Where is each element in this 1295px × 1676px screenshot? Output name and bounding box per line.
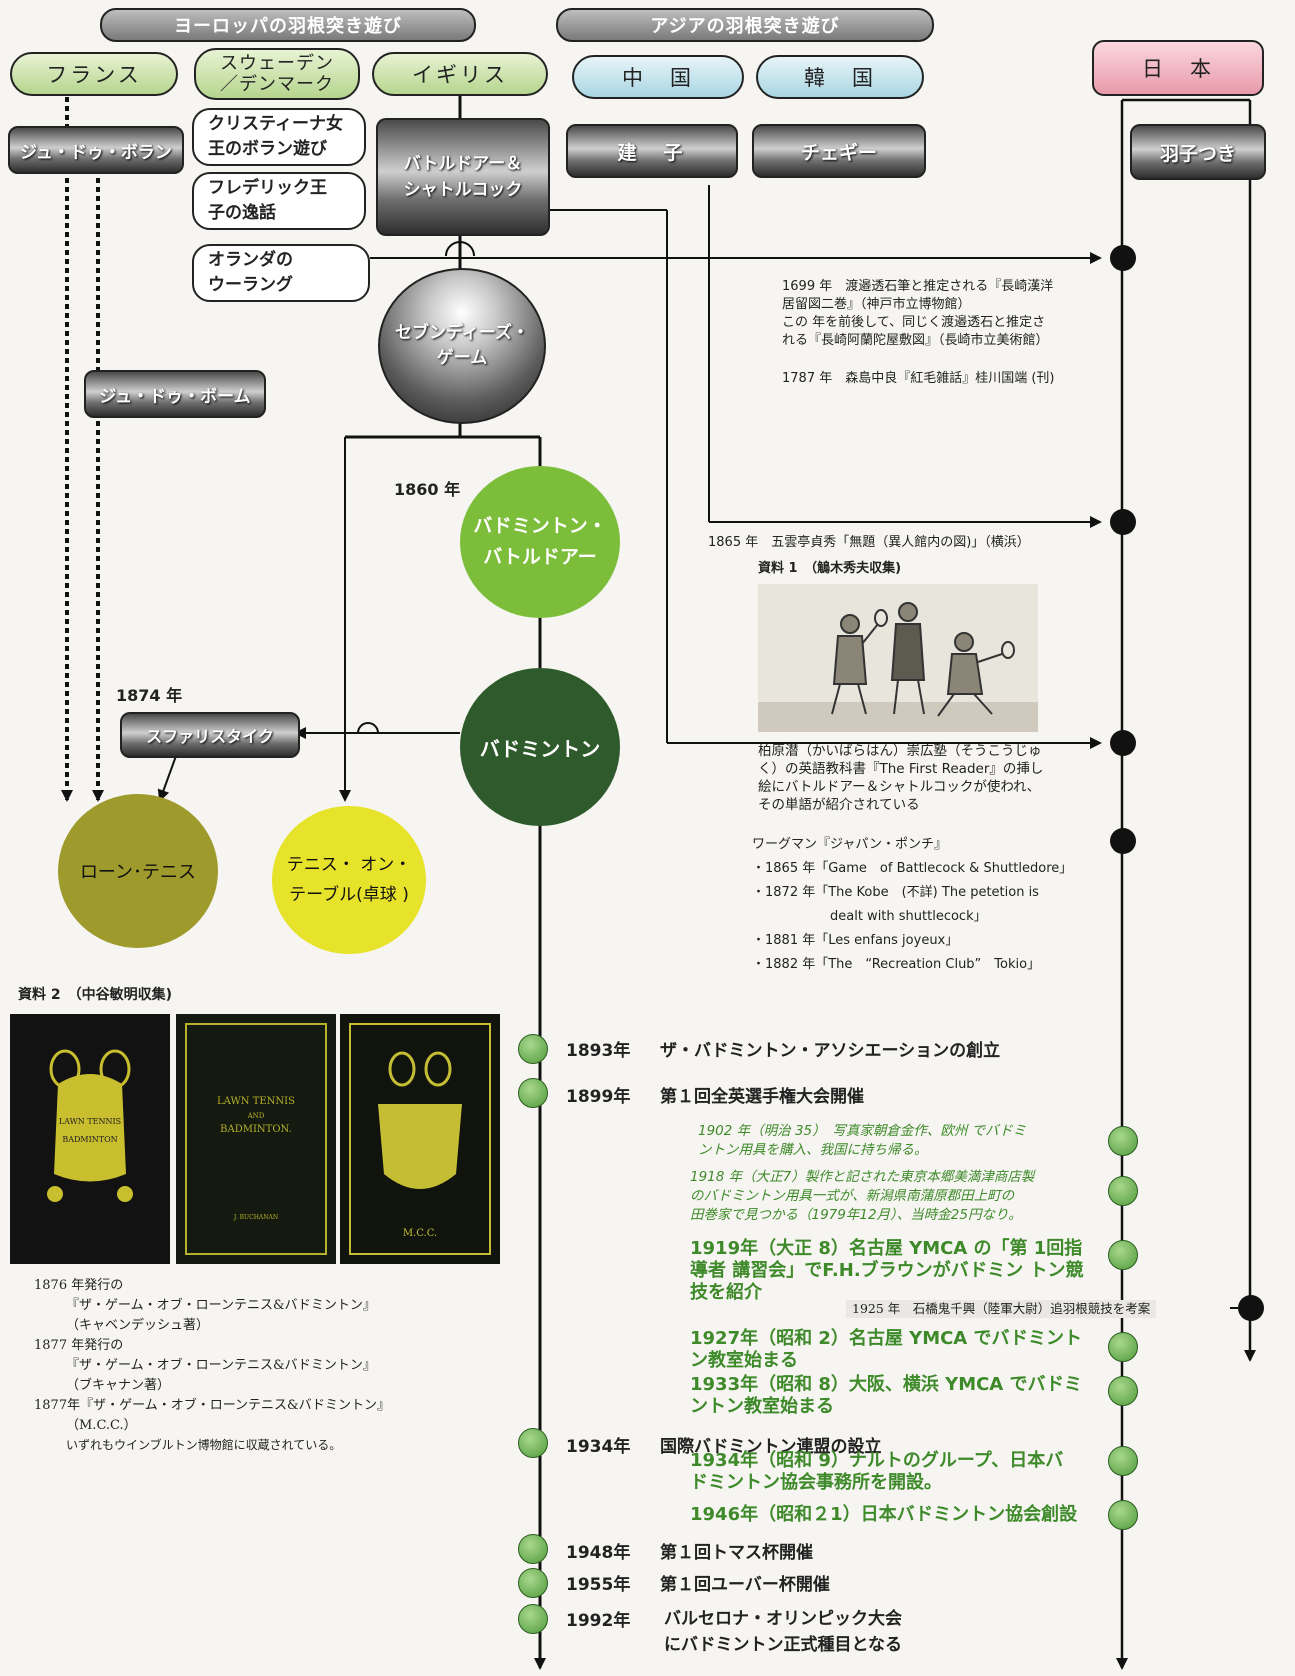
event-year: 1899年 bbox=[566, 1087, 631, 1107]
svg-text:BADMINTON.: BADMINTON. bbox=[220, 1124, 292, 1135]
note-1865: 1865 年 五雲亭貞秀「無題（異人館内の図)」（横浜） bbox=[708, 535, 1030, 550]
event-year: 1948年 bbox=[566, 1543, 631, 1563]
svg-text:BADMINTON: BADMINTON bbox=[62, 1135, 117, 1144]
box-queen-christina: クリスティーナ女 王のボラン遊び bbox=[192, 108, 366, 166]
event-text: 第１回トマス杯開催 bbox=[660, 1543, 813, 1563]
game-jegichagi: チェギー bbox=[752, 124, 926, 178]
game-jeu-de-paume: ジュ・ドゥ・ボーム bbox=[84, 370, 266, 418]
shiryo1-label: 資料 1 （鵤木秀夫収集) bbox=[758, 561, 902, 576]
japan-gdot-1918 bbox=[1108, 1176, 1138, 1206]
note-wirgman-1882: ・1882 年「The “Recreation Club” Tokio」 bbox=[752, 957, 1041, 972]
japan-event-1902: 1902 年（明治 35） 写真家朝倉金作、欧州 でバドミ ントン用具を購入、我… bbox=[698, 1123, 1027, 1158]
svg-text:M.C.C.: M.C.C. bbox=[403, 1228, 437, 1239]
note-first-reader: 柏原潜（かいばらはん）崇広塾（そうこうじゅ く）の英語教科書『The First… bbox=[758, 743, 1044, 813]
year-1860: 1860 年 bbox=[394, 480, 461, 499]
book-cover-buchanan: LAWN TENNIS AND BADMINTON. J. BUCHANAN bbox=[176, 1014, 336, 1264]
japan-dot-1925 bbox=[1238, 1295, 1264, 1321]
book-caption-6: （ブキャナン著） bbox=[66, 1378, 171, 1393]
event-year: 1955年 bbox=[566, 1575, 631, 1595]
circle-badminton-battledore: バドミントン・ バトルドアー bbox=[460, 466, 620, 618]
japan-gdot-1919 bbox=[1108, 1240, 1138, 1270]
timeline-dot-1992 bbox=[518, 1604, 548, 1634]
circle-badminton: バドミントン bbox=[460, 668, 620, 826]
note-1787: 1787 年 森島中良『紅毛雑話』桂川国端 (刊) bbox=[782, 371, 1055, 386]
japan-dot-first-reader bbox=[1110, 730, 1136, 756]
timeline-dot-1893 bbox=[518, 1034, 548, 1064]
book-caption-2: 『ザ・ゲーム・オブ・ローンテニス&バドミントン』 bbox=[66, 1298, 376, 1313]
japan-dot-wirgman bbox=[1110, 828, 1136, 854]
event-year: 1992年 bbox=[566, 1611, 631, 1631]
japan-dot-1865 bbox=[1110, 509, 1136, 535]
event-text: 国際バドミントン連盟の設立 bbox=[660, 1437, 882, 1457]
game-battledore-shuttlecock: バトルドアー＆ シャトルコック bbox=[376, 118, 550, 236]
game-hanetsuki: 羽子つき bbox=[1130, 124, 1266, 180]
svg-text:LAWN TENNIS: LAWN TENNIS bbox=[59, 1117, 121, 1126]
japan-event-1934: 1934年（昭和 9）ナルトのグループ、日本バ ドミントン協会事務所を開設。 bbox=[690, 1450, 1064, 1493]
country-korea: 韓 国 bbox=[756, 55, 924, 99]
book-caption-7: 1877年『ザ・ゲーム・オブ・ローンテニス&バドミントン』 bbox=[34, 1398, 391, 1413]
note-wirgman-1865: ・1865 年「Game of Battlecock & Shuttledore… bbox=[752, 861, 1073, 876]
shiryo2-label: 資料 2 （中谷敏明収集) bbox=[18, 987, 173, 1003]
timeline-dot-1899 bbox=[518, 1078, 548, 1108]
circle-lawn-tennis: ローン･テニス bbox=[58, 794, 218, 948]
japan-gdot-1902 bbox=[1108, 1126, 1138, 1156]
book-caption-9: いずれもウインブルトン博物館に収蔵されている。 bbox=[66, 1438, 342, 1452]
event-text: 第１回全英選手権大会開催 bbox=[660, 1087, 864, 1107]
note-wirgman-1881: ・1881 年「Les enfans joyeux」 bbox=[752, 933, 959, 948]
japan-gdot-1934 bbox=[1108, 1446, 1138, 1476]
game-jeu-de-volant: ジュ・ドゥ・ボラン bbox=[8, 126, 184, 174]
event-year: 1893年 bbox=[566, 1041, 631, 1061]
circle-seventies-game: セブンディーズ・ ゲーム bbox=[378, 268, 546, 424]
japan-event-1927: 1927年（昭和 2）名古屋 YMCA でバドミント ン教室始まる bbox=[690, 1328, 1083, 1371]
event-text: バルセロナ・オリンピック大会 にバドミントン正式種目となる bbox=[664, 1609, 902, 1655]
circle-table-tennis: テニス・ オン・ テーブル(卓球 ) bbox=[272, 806, 426, 954]
year-1874: 1874 年 bbox=[116, 686, 183, 705]
book-caption-4: 1877 年発行の bbox=[34, 1338, 124, 1353]
note-wirgman-1872b: dealt with shuttlecock」 bbox=[830, 909, 987, 924]
japan-event-1933: 1933年（昭和 8）大阪、横浜 YMCA でバドミ ントン教室始まる bbox=[690, 1374, 1083, 1417]
japan-gdot-1927 bbox=[1108, 1332, 1138, 1362]
book-caption-5: 『ザ・ゲーム・オブ・ローンテニス&バドミントン』 bbox=[66, 1358, 376, 1373]
country-sweden-denmark: スウェーデン ／デンマーク bbox=[194, 48, 360, 100]
japan-event-1919: 1919年（大正 8）名古屋 YMCA の「第 1回指 導者 講習会」でF.H.… bbox=[690, 1238, 1084, 1303]
japan-dot-1699 bbox=[1110, 245, 1136, 271]
country-china: 中 国 bbox=[572, 55, 744, 99]
note-1699: 1699 年 渡邉透石筆と推定される『長崎漢洋 居留図二巻』（神戸市立博物館） … bbox=[782, 279, 1054, 348]
event-text: 第１回ユーバー杯開催 bbox=[660, 1575, 830, 1595]
timeline-dot-1934 bbox=[518, 1428, 548, 1458]
europe-header: ヨーロッパの羽根突き遊び bbox=[100, 8, 476, 42]
event-year: 1934年 bbox=[566, 1437, 631, 1457]
event-text: ザ・バドミントン・アソシエーションの創立 bbox=[660, 1041, 1001, 1061]
book-cover-cavendish: LAWN TENNIS BADMINTON bbox=[10, 1014, 170, 1264]
timeline-dot-1955 bbox=[518, 1568, 548, 1598]
note-wirgman: ワーグマン『ジャパン・ポンチ』 bbox=[752, 837, 948, 852]
country-japan: 日 本 bbox=[1092, 40, 1264, 96]
asia-header: アジアの羽根突き遊び bbox=[556, 8, 934, 42]
engraving-image bbox=[758, 584, 1038, 732]
japan-gdot-1933 bbox=[1108, 1376, 1138, 1406]
box-prince-frederick: フレデリック王 子の逸話 bbox=[192, 172, 366, 230]
game-sphairistike: スファリスタイク bbox=[120, 712, 300, 758]
japan-event-1946: 1946年（昭和２1）日本バドミントン協会創設 bbox=[690, 1504, 1078, 1525]
box-holland-uurang: オランダの ウーラング bbox=[192, 244, 370, 302]
note-wirgman-1872a: ・1872 年「The Kobe (不詳) The petetion is bbox=[752, 885, 1039, 900]
timeline-dot-1948 bbox=[518, 1534, 548, 1564]
book-caption-1: 1876 年発行の bbox=[34, 1278, 124, 1293]
svg-text:LAWN TENNIS: LAWN TENNIS bbox=[217, 1096, 295, 1107]
svg-text:AND: AND bbox=[247, 1112, 265, 1120]
country-england: イギリス bbox=[372, 52, 548, 96]
svg-text:J. BUCHANAN: J. BUCHANAN bbox=[233, 1214, 278, 1221]
book-cover-mcc: M.C.C. bbox=[340, 1014, 500, 1264]
country-france: フランス bbox=[10, 52, 178, 96]
book-caption-8: （M.C.C.） bbox=[66, 1418, 137, 1433]
japan-event-1925: 1925 年 石橋鬼千興（陸軍大尉）追羽根競技を考案 bbox=[846, 1300, 1157, 1318]
book-caption-3: （キャベンデッシュ著） bbox=[66, 1318, 210, 1333]
japan-event-1918: 1918 年（大正7）製作と記された東京本郷美満津商店製 のバドミントン用具一式… bbox=[690, 1169, 1035, 1223]
game-jianzi: 建 子 bbox=[566, 124, 738, 178]
japan-gdot-1946 bbox=[1108, 1500, 1138, 1530]
